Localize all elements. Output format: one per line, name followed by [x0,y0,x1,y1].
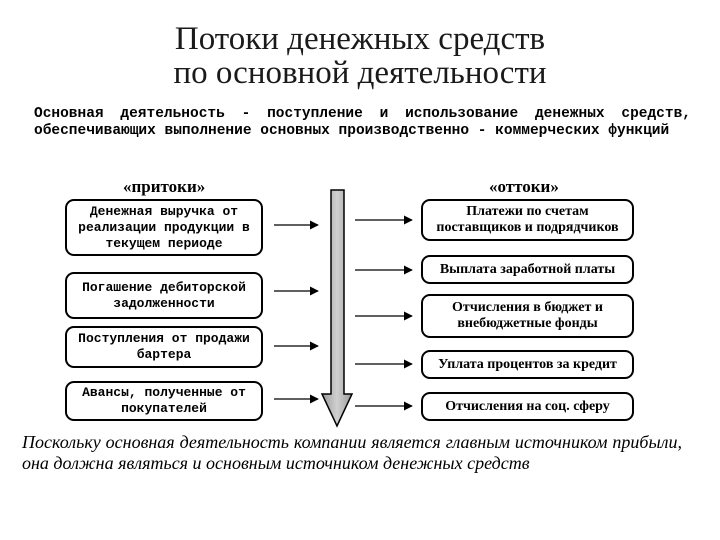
outflow-box-2: Выплата заработной платы [421,255,634,284]
title-line-1: Потоки денежных средств [174,21,546,57]
inflow-box-2: Погашение дебиторской задолженности [65,272,263,319]
conclusion-text: Поскольку основная деятельность компании… [22,432,682,473]
page-title: Потоки денежных средств по основной деят… [0,22,720,90]
central-flow-arrow [320,189,354,428]
outflows-header: «оттоки» [489,177,559,196]
intro-text: Основная деятельность - поступление и ис… [34,106,691,139]
outflow-label-5: Отчисления на соц. сферу [445,398,610,414]
outflow-box-5: Отчисления на соц. сферу [421,392,634,421]
inflow-label-4: Авансы, полученные от покупателей [82,385,246,416]
inflow-box-3: Поступления от продажи бартера [65,326,263,368]
inflow-label-2: Погашение дебиторской задолженности [82,279,246,311]
inflows-header: «притоки» [123,177,206,196]
outflow-box-1: Платежи по счетам поставщиков и подрядчи… [421,199,634,241]
outflow-box-4: Уплата процентов за кредит [421,350,634,379]
inflow-label-3: Поступления от продажи бартера [78,331,250,362]
title-line-2: по основной деятельности [173,55,547,91]
outflow-box-3: Отчисления в бюджет и внебюджетные фонды [421,294,634,338]
outflow-label-4: Уплата процентов за кредит [438,356,617,372]
outflow-label-2: Выплата заработной платы [439,261,616,277]
inflow-box-4: Авансы, полученные от покупателей [65,381,263,421]
inflow-box-1: Денежная выручка от реализации продукции… [65,199,263,256]
outflow-label-3: Отчисления в бюджет и внебюджетные фонды [452,300,603,331]
inflow-label-1: Денежная выручка от реализации продукции… [78,203,250,251]
outflow-label-1: Платежи по счетам поставщиков и подрядчи… [436,204,619,235]
